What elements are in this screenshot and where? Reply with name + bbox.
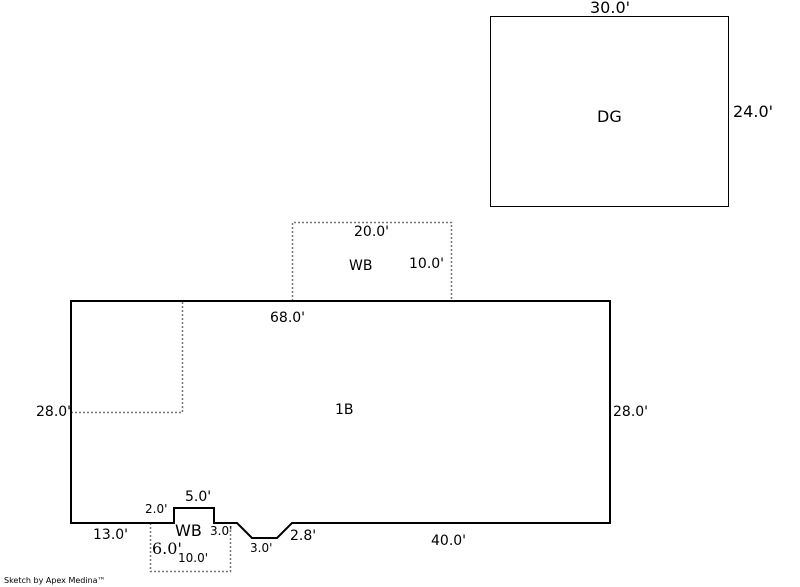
main-top-dimension: 68.0' <box>270 310 306 326</box>
porch-bottom-outline <box>149 523 232 573</box>
garage-top-dimension: 30.0' <box>590 0 631 17</box>
bump-top-dimension: 5.0' <box>185 489 212 505</box>
main-label: 1B <box>335 402 354 418</box>
porch-bottom-depth: 6.0' <box>152 539 182 558</box>
porch-top-width: 20.0' <box>354 224 390 240</box>
sketch-credit: Sketch by Apex Medina™ <box>4 576 106 585</box>
porch-bottom-width: 10.0' <box>178 551 209 565</box>
main-bottom-left-dimension: 13.0' <box>93 527 129 543</box>
interior-dotted-line <box>71 301 184 414</box>
garage-outline <box>490 16 729 207</box>
main-right-dimension: 28.0' <box>613 404 649 420</box>
porch-top-label: WB <box>349 258 373 274</box>
notch-bottom-dimension: 3.0' <box>250 541 273 555</box>
garage-label: DG <box>597 107 622 126</box>
garage-right-dimension: 24.0' <box>733 102 774 121</box>
bump-left-dimension: 2.0' <box>145 502 168 516</box>
main-left-dimension: 28.0' <box>36 404 72 420</box>
bump-right-dimension: 3.0' <box>210 524 233 538</box>
porch-top-depth: 10.0' <box>409 256 445 272</box>
main-bottom-right-dimension: 40.0' <box>431 533 467 549</box>
main-house-outline <box>70 300 611 539</box>
notch-right-dimension: 2.8' <box>290 528 317 544</box>
porch-bottom-label: WB <box>175 521 202 540</box>
porch-top-outline <box>291 221 453 301</box>
